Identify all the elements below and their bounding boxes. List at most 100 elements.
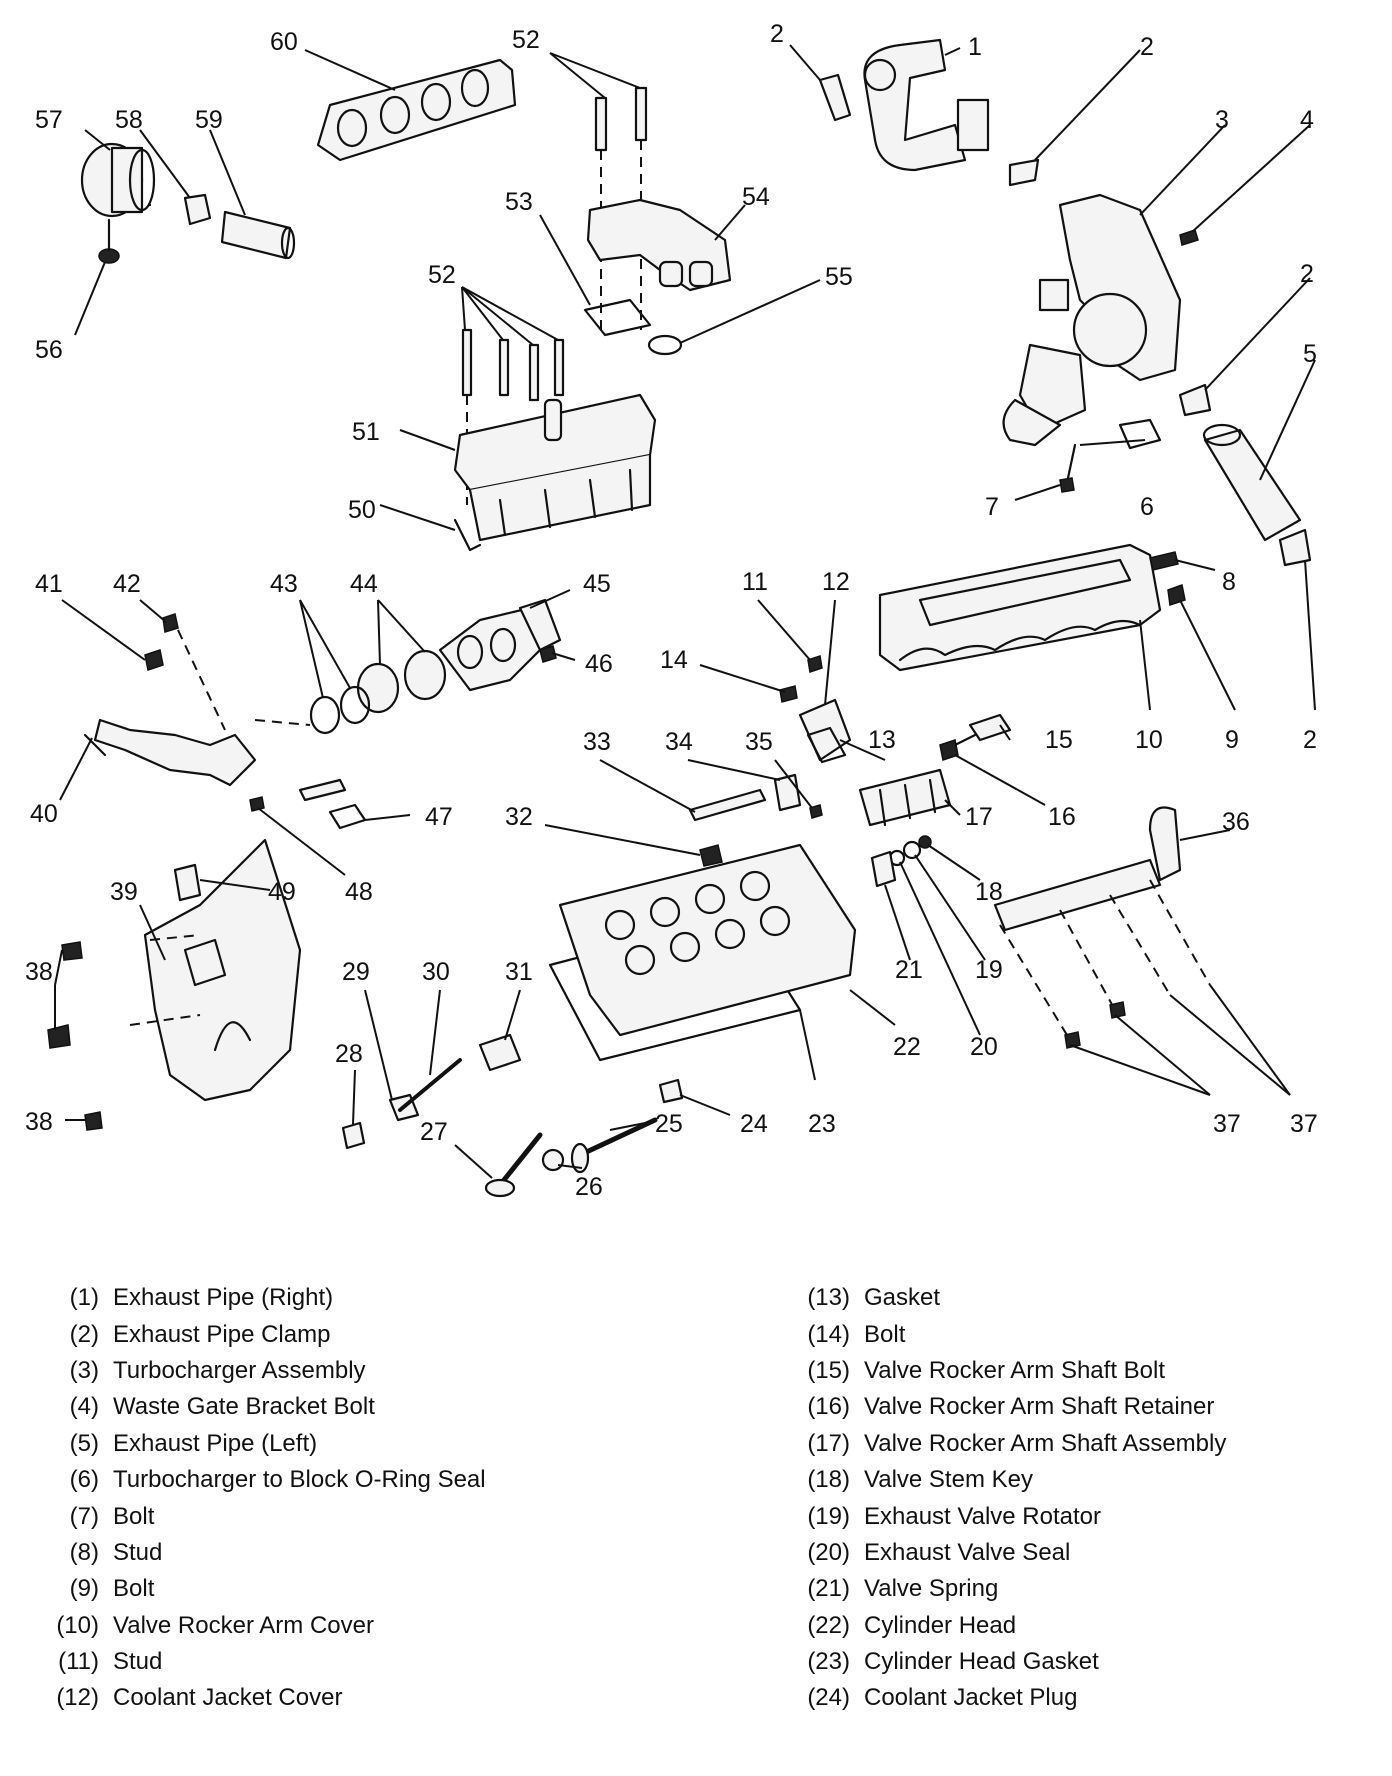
part-32-bolt xyxy=(699,844,723,867)
part-56-washer xyxy=(98,218,120,264)
legend-number: (22) xyxy=(807,1611,850,1639)
callout-24: 24 xyxy=(740,1110,768,1138)
callout-10: 10 xyxy=(1135,726,1163,754)
part-10-rocker-arm-cover xyxy=(878,543,1162,672)
legend-number: (24) xyxy=(807,1684,850,1712)
parts-legend: (1)Exhaust Pipe (Right) (2)Exhaust Pipe … xyxy=(0,1280,1392,1730)
legend-item: (24) Coolant Jacket Plug xyxy=(772,1680,1372,1716)
legend-number: (6) xyxy=(69,1466,99,1494)
callout-47: 47 xyxy=(425,803,453,831)
callout-29: 29 xyxy=(342,958,370,986)
legend-number: (16) xyxy=(807,1393,850,1421)
part-36-elbow xyxy=(1148,806,1182,882)
part-22-cylinder-head xyxy=(558,843,857,1037)
part-27-valve xyxy=(484,1132,543,1198)
part-37-manifold-studs xyxy=(993,858,1211,1049)
legend-item: (19)Exhaust Valve Rotator xyxy=(772,1498,1372,1534)
legend-number: (19) xyxy=(807,1502,850,1530)
legend-item: (6)Turbocharger to Block O-Ring Seal xyxy=(22,1462,662,1498)
callout-12: 12 xyxy=(822,568,850,596)
part-6-gasket xyxy=(1118,418,1162,450)
callout-15: 15 xyxy=(1045,726,1073,754)
callout-4: 4 xyxy=(1300,106,1314,134)
legend-item: (23)Cylinder Head Gasket xyxy=(772,1644,1372,1680)
part-38-bolts xyxy=(47,934,201,1131)
callout-59: 59 xyxy=(195,106,223,134)
callout-2: 2 xyxy=(770,20,784,48)
callout-43: 43 xyxy=(270,570,298,598)
callout-9: 9 xyxy=(1225,726,1239,754)
part-35-bolt xyxy=(809,804,823,819)
callout-28: 28 xyxy=(335,1040,363,1068)
callout-48: 48 xyxy=(345,878,373,906)
legend-number: (10) xyxy=(56,1611,99,1639)
callout-2: 2 xyxy=(1300,260,1314,288)
legend-item: (21)Valve Spring xyxy=(772,1571,1372,1607)
legend-label: Exhaust Valve Seal xyxy=(864,1538,1071,1566)
callout-14: 14 xyxy=(660,646,688,674)
callout-39: 39 xyxy=(110,878,138,906)
part-8-stud xyxy=(1149,551,1179,571)
callout-22: 22 xyxy=(893,1033,921,1061)
part-17-rocker-shaft xyxy=(858,768,952,827)
callout-52: 52 xyxy=(512,26,540,54)
legend-item: (18)Valve Stem Key xyxy=(772,1462,1372,1498)
legend-label: Stud xyxy=(113,1538,163,1566)
callout-7: 7 xyxy=(985,493,999,521)
callout-37: 37 xyxy=(1213,1110,1241,1138)
callout-49: 49 xyxy=(268,878,296,906)
legend-number: (12) xyxy=(56,1684,99,1712)
legend-item: (8) Stud xyxy=(22,1535,662,1571)
callout-19: 19 xyxy=(975,956,1003,984)
callout-2: 2 xyxy=(1303,726,1317,754)
part-44-thermostats xyxy=(356,649,447,714)
legend-item: (1)Exhaust Pipe (Right) xyxy=(22,1280,662,1316)
part-43-seals xyxy=(309,685,371,735)
legend-item: (17)Valve Rocker Arm Shaft Assembly xyxy=(772,1426,1372,1462)
callout-40: 40 xyxy=(30,800,58,828)
legend-column-right: (13)Gasket (14)Bolt (15)Valve Rocker Arm… xyxy=(772,1280,1372,1717)
callout-13: 13 xyxy=(868,726,896,754)
callout-57: 57 xyxy=(35,106,63,134)
legend-item: (16)Valve Rocker Arm Shaft Retainer xyxy=(772,1389,1372,1425)
legend-label: Valve Spring xyxy=(864,1575,999,1603)
callout-56: 56 xyxy=(35,336,63,364)
part-15-bolt xyxy=(953,713,1012,747)
legend-number: (20) xyxy=(807,1538,850,1566)
callout-21: 21 xyxy=(895,956,923,984)
legend-label: Turbocharger Assembly xyxy=(113,1356,366,1384)
legend-number: (8) xyxy=(69,1538,99,1566)
part-55-oring xyxy=(647,334,683,356)
legend-item: (11)Stud xyxy=(22,1644,662,1680)
part-3-turbocharger xyxy=(1002,193,1182,447)
legend-column-left: (1)Exhaust Pipe (Right) (2)Exhaust Pipe … xyxy=(22,1280,662,1717)
part-19-rotator xyxy=(902,840,922,860)
legend-item: (20) Exhaust Valve Seal xyxy=(772,1535,1372,1571)
callout-35: 35 xyxy=(745,728,773,756)
legend-item: (2)Exhaust Pipe Clamp xyxy=(22,1316,662,1352)
callout-52: 52 xyxy=(428,261,456,289)
legend-number: (5) xyxy=(69,1429,99,1457)
part-25-valve xyxy=(570,1117,658,1174)
part-11-stud xyxy=(807,655,823,673)
callout-41: 41 xyxy=(35,570,63,598)
part-47-cover-plate xyxy=(328,803,367,830)
callout-2: 2 xyxy=(1140,33,1154,61)
legend-number: (13) xyxy=(807,1284,850,1312)
part-28-lifter xyxy=(341,1121,366,1150)
callout-36: 36 xyxy=(1222,808,1250,836)
callout-labels: 1 2 2 3 4 2 5 6 7 8 9 10 2 11 12 13 14 1… xyxy=(25,20,1318,1201)
legend-label: Coolant Jacket Cover xyxy=(113,1684,343,1712)
legend-label: Coolant Jacket Plug xyxy=(864,1684,1078,1712)
part-16-retainer xyxy=(939,739,959,761)
callout-51: 51 xyxy=(352,418,380,446)
legend-item: (13)Gasket xyxy=(772,1280,1372,1316)
part-48-bolt xyxy=(249,796,265,812)
legend-number: (7) xyxy=(69,1502,99,1530)
part-33-pushrod xyxy=(688,788,767,822)
part-49-sensor xyxy=(173,863,202,902)
part-9-bolt xyxy=(1167,584,1186,606)
legend-label: Cylinder Head xyxy=(864,1611,1017,1639)
callout-23: 23 xyxy=(808,1110,836,1138)
legend-label: Bolt xyxy=(113,1575,155,1603)
